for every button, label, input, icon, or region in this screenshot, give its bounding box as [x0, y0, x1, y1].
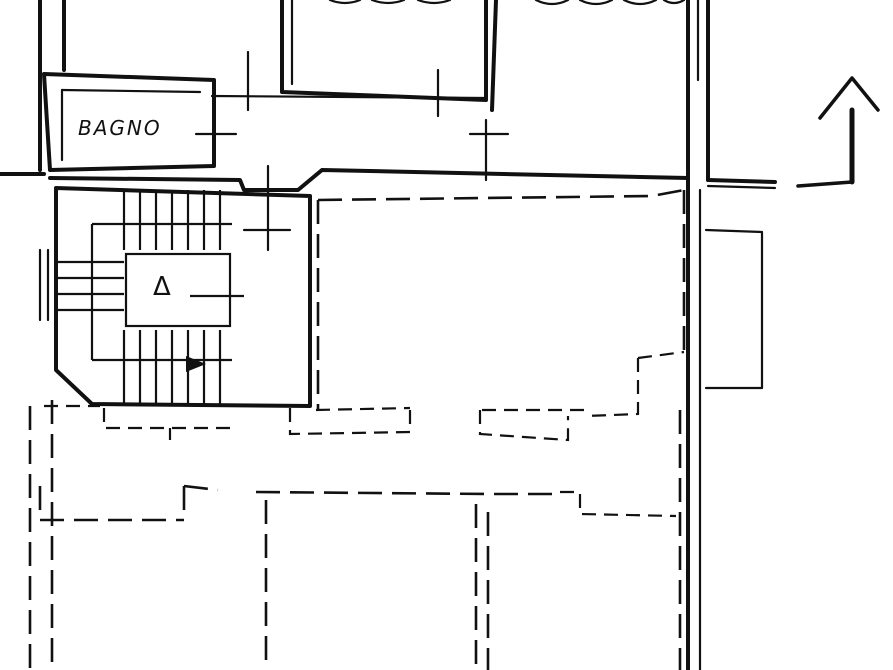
bathroom-label: BAGNO	[78, 116, 162, 140]
dashed-outline	[28, 188, 686, 670]
solid-walls	[0, 0, 777, 670]
north-arrow-icon	[796, 76, 880, 188]
staircase	[56, 190, 244, 404]
arrow-right-icon	[186, 356, 206, 372]
clipped-top-labels	[328, 0, 686, 6]
stair-symbol-label: Δ	[153, 272, 171, 302]
